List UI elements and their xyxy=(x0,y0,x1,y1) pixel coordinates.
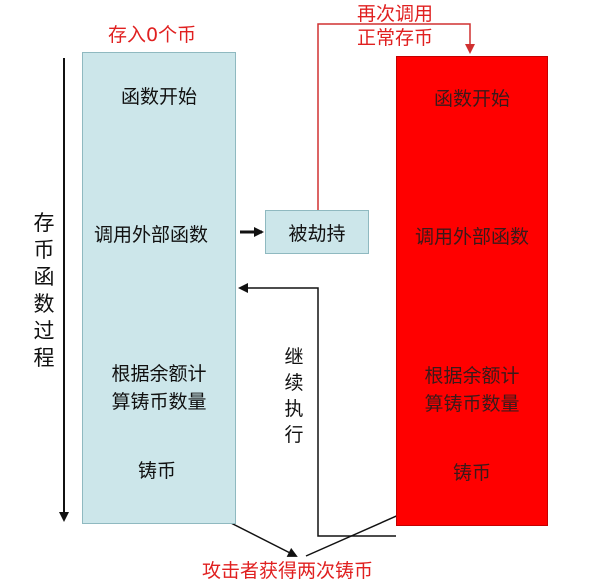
hijacked-box: 被劫持 xyxy=(265,210,369,254)
right-step-start: 函数开始 xyxy=(433,88,510,110)
reentry-label: 再次调用 正常存币 xyxy=(345,2,445,50)
left-deposit-box xyxy=(82,52,236,524)
reentry-arrow xyxy=(317,23,475,210)
right-reentry-box xyxy=(396,56,548,526)
left-step-calc: 根据余额计 算铸币数量 xyxy=(82,360,236,416)
right-step-calc: 根据余额计 算铸币数量 xyxy=(396,362,548,418)
right-step-mint: 铸币 xyxy=(452,462,491,484)
continue-arrow xyxy=(238,283,396,537)
left-step-calc-line2: 算铸币数量 xyxy=(111,391,207,413)
side-process-label: 存币函数过程 xyxy=(33,211,55,370)
right-step-call-external: 调用外部函数 xyxy=(414,226,529,248)
reentry-label-line2: 正常存币 xyxy=(356,27,433,49)
reentry-label-line1: 再次调用 xyxy=(356,3,433,25)
left-step-call-external: 调用外部函数 xyxy=(94,224,209,246)
left-step-start: 函数开始 xyxy=(120,86,197,108)
top-deposit-label: 存入0个币 xyxy=(108,24,197,46)
left-step-calc-line1: 根据余额计 xyxy=(111,363,207,385)
left-step-mint: 铸币 xyxy=(138,460,177,482)
right-step-calc-line2: 算铸币数量 xyxy=(424,393,520,415)
right-step-calc-line1: 根据余额计 xyxy=(424,365,520,387)
continue-execution-label: 继续执行 xyxy=(284,346,304,446)
